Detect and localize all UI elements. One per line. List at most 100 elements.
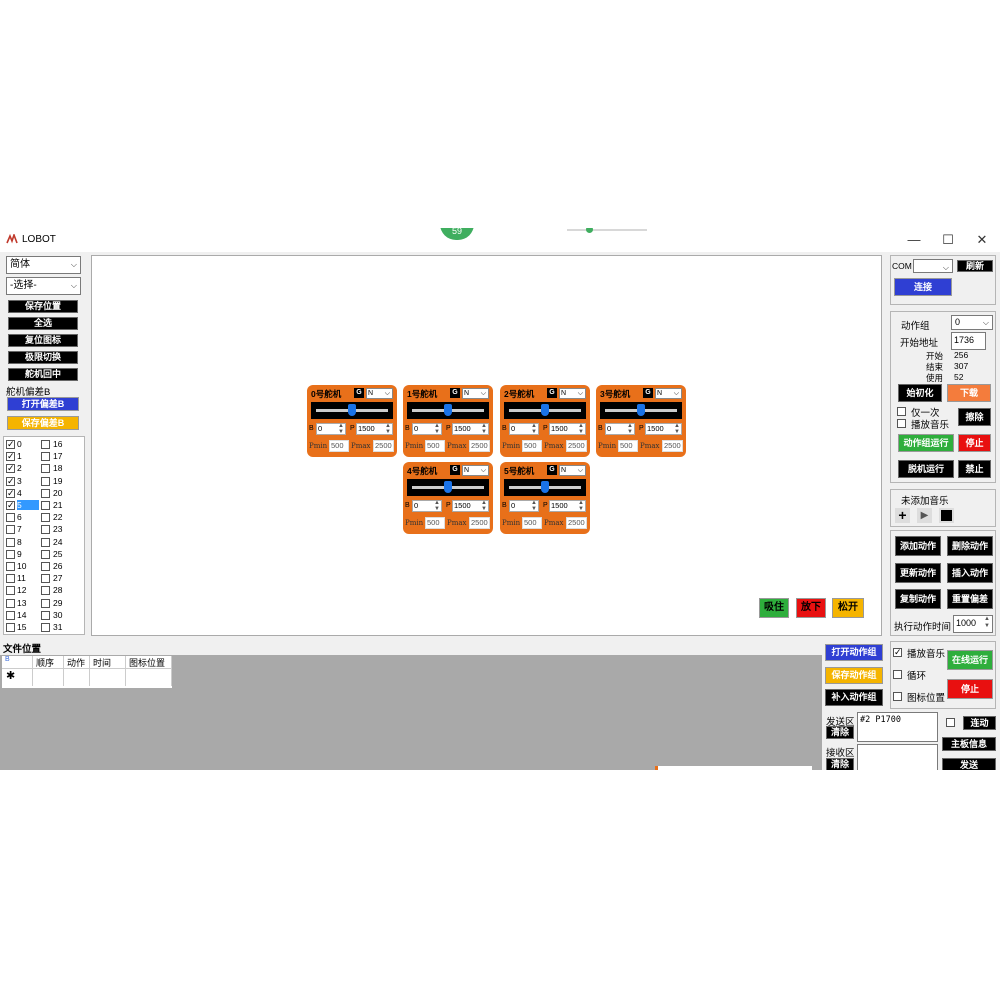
pmin-field[interactable]: 500 <box>522 440 542 452</box>
pmax-field[interactable]: 2500 <box>662 440 683 452</box>
servo-checkbox-12[interactable] <box>6 586 15 596</box>
servo-g-icon[interactable]: G <box>450 465 460 475</box>
servo-checkbox-26[interactable] <box>41 562 50 571</box>
servo-mode-select[interactable]: N⌵ <box>655 388 682 399</box>
clear-send-button[interactable]: 清除 <box>826 726 854 739</box>
servo-mode-select[interactable]: N⌵ <box>559 465 586 476</box>
spinner-arrows-icon[interactable]: ▲▼ <box>434 500 440 512</box>
table-cell[interactable] <box>90 669 126 686</box>
servo-g-icon[interactable]: G <box>354 388 364 398</box>
column-header-icon-position[interactable]: 图标位置 <box>126 656 172 669</box>
icon-position-checkbox[interactable] <box>893 692 902 701</box>
servo-position-field[interactable]: 1500▲▼ <box>452 500 489 512</box>
servo-mode-select[interactable]: N⌵ <box>366 388 393 399</box>
servo-mode-select[interactable]: N⌵ <box>559 388 586 399</box>
servo-checkbox-27[interactable] <box>41 574 50 584</box>
servo-checkbox-2[interactable]: ✓ <box>6 463 15 474</box>
pmin-field[interactable]: 500 <box>425 517 445 529</box>
pmin-field[interactable]: 500 <box>618 440 638 452</box>
initialize-button[interactable]: 始初化 <box>898 384 942 402</box>
offline-run-button[interactable]: 脱机运行 <box>898 460 954 478</box>
pmax-field[interactable]: 2500 <box>566 440 587 452</box>
servo-offset-field[interactable]: 0▲▼ <box>509 423 539 435</box>
receive-textbox[interactable] <box>857 744 938 770</box>
pmin-field[interactable]: 500 <box>522 517 542 529</box>
copy-action-button[interactable]: 复制动作 <box>895 589 941 609</box>
save-action-group-button[interactable]: 保存动作组 <box>825 667 883 684</box>
spinner-arrows-icon[interactable]: ▲▼ <box>531 423 537 435</box>
servo-checkbox-1[interactable]: ✓ <box>6 451 15 462</box>
servo-mode-select[interactable]: N⌵ <box>462 465 489 476</box>
limit-switch-button[interactable]: 极限切换 <box>8 351 78 364</box>
table-cell[interactable] <box>126 669 172 686</box>
send-button[interactable]: 发送 <box>942 758 996 770</box>
add-music-icon[interactable]: + <box>895 508 910 523</box>
loosen-button[interactable]: 松开 <box>832 598 864 618</box>
servo-slider[interactable] <box>504 402 586 419</box>
servo-checkbox-11[interactable] <box>6 574 15 584</box>
servo-checkbox-5[interactable]: ✓ <box>6 500 15 510</box>
servo-checkbox-17[interactable] <box>41 452 50 462</box>
column-header-action[interactable]: 动作 <box>64 656 90 669</box>
pmax-field[interactable]: 2500 <box>373 440 394 452</box>
spinner-arrows-icon[interactable]: ▲▼ <box>627 423 633 435</box>
servo-checkbox-8[interactable] <box>6 537 15 547</box>
online-stop-button[interactable]: 停止 <box>947 679 993 699</box>
servo-slider-knob[interactable] <box>637 404 645 416</box>
servo-checkbox-29[interactable] <box>41 598 50 608</box>
reset-icon-button[interactable]: 复位图标 <box>8 334 78 347</box>
column-header-order[interactable]: 顺序 <box>33 656 64 669</box>
spinner-arrows-icon[interactable]: ▲▼ <box>481 423 487 435</box>
servo-offset-field[interactable]: 0▲▼ <box>605 423 635 435</box>
servo-position-field[interactable]: 1500▲▼ <box>452 423 489 435</box>
servo-checkbox-7[interactable] <box>6 525 15 535</box>
spinner-arrows-icon[interactable]: ▲▼ <box>674 423 680 435</box>
continuous-checkbox[interactable] <box>946 718 955 727</box>
servo-slider[interactable] <box>504 479 586 496</box>
spinner-arrows-icon[interactable]: ▲▼ <box>531 500 537 512</box>
servo-offset-field[interactable]: 0▲▼ <box>316 423 346 435</box>
action-group-run-button[interactable]: 动作组运行 <box>898 434 954 452</box>
disable-button[interactable]: 禁止 <box>958 460 991 478</box>
servo-checkbox-0[interactable]: ✓ <box>6 439 15 449</box>
select-all-button[interactable]: 全选 <box>8 317 78 330</box>
servo-offset-field[interactable]: 0▲▼ <box>412 423 442 435</box>
stop-music-icon[interactable] <box>939 508 954 523</box>
servo-g-icon[interactable]: G <box>450 388 460 398</box>
release-button[interactable]: 放下 <box>796 598 826 618</box>
add-action-button[interactable]: 添加动作 <box>895 536 941 556</box>
hold-button[interactable]: 吸住 <box>759 598 789 618</box>
servo-checkbox-31[interactable] <box>41 623 50 632</box>
servo-checkbox-9[interactable] <box>6 549 15 559</box>
servo-offset-field[interactable]: 0▲▼ <box>509 500 539 512</box>
servo-slider[interactable] <box>600 402 682 419</box>
servo-checkbox-13[interactable] <box>6 598 15 608</box>
append-action-group-button[interactable]: 补入动作组 <box>825 689 883 706</box>
insert-action-button[interactable]: 插入动作 <box>947 563 993 583</box>
spinner-arrows-icon[interactable]: ▲▼ <box>385 423 391 435</box>
play-music-checkbox[interactable] <box>897 419 906 428</box>
servo-g-icon[interactable]: G <box>547 465 557 475</box>
pmin-field[interactable]: 500 <box>425 440 445 452</box>
servo-checkbox-16[interactable] <box>41 440 50 449</box>
servo-mode-select[interactable]: N⌵ <box>462 388 489 399</box>
send-textbox[interactable]: #2 P1700 <box>857 712 938 742</box>
minimize-button[interactable]: — <box>907 232 921 247</box>
update-action-button[interactable]: 更新动作 <box>895 563 941 583</box>
exec-time-field[interactable]: 1000▲▼ <box>953 615 993 633</box>
board-info-button[interactable]: 主板信息 <box>942 737 996 751</box>
table-cell[interactable] <box>33 669 64 686</box>
servo-slider-knob[interactable] <box>541 404 549 416</box>
spinner-arrows-icon[interactable]: ▲▼ <box>434 423 440 435</box>
servo-position-field[interactable]: 1500▲▼ <box>645 423 682 435</box>
com-select[interactable]: ⌵ <box>913 259 953 273</box>
action-group-select[interactable]: 0⌵ <box>951 315 993 330</box>
servo-position-field[interactable]: 1500▲▼ <box>549 500 586 512</box>
erase-button[interactable]: 擦除 <box>958 408 991 426</box>
reset-offset-button[interactable]: 重置偏差 <box>947 589 993 609</box>
play-music2-checkbox[interactable]: ✓ <box>893 647 902 657</box>
servo-slider[interactable] <box>311 402 393 419</box>
